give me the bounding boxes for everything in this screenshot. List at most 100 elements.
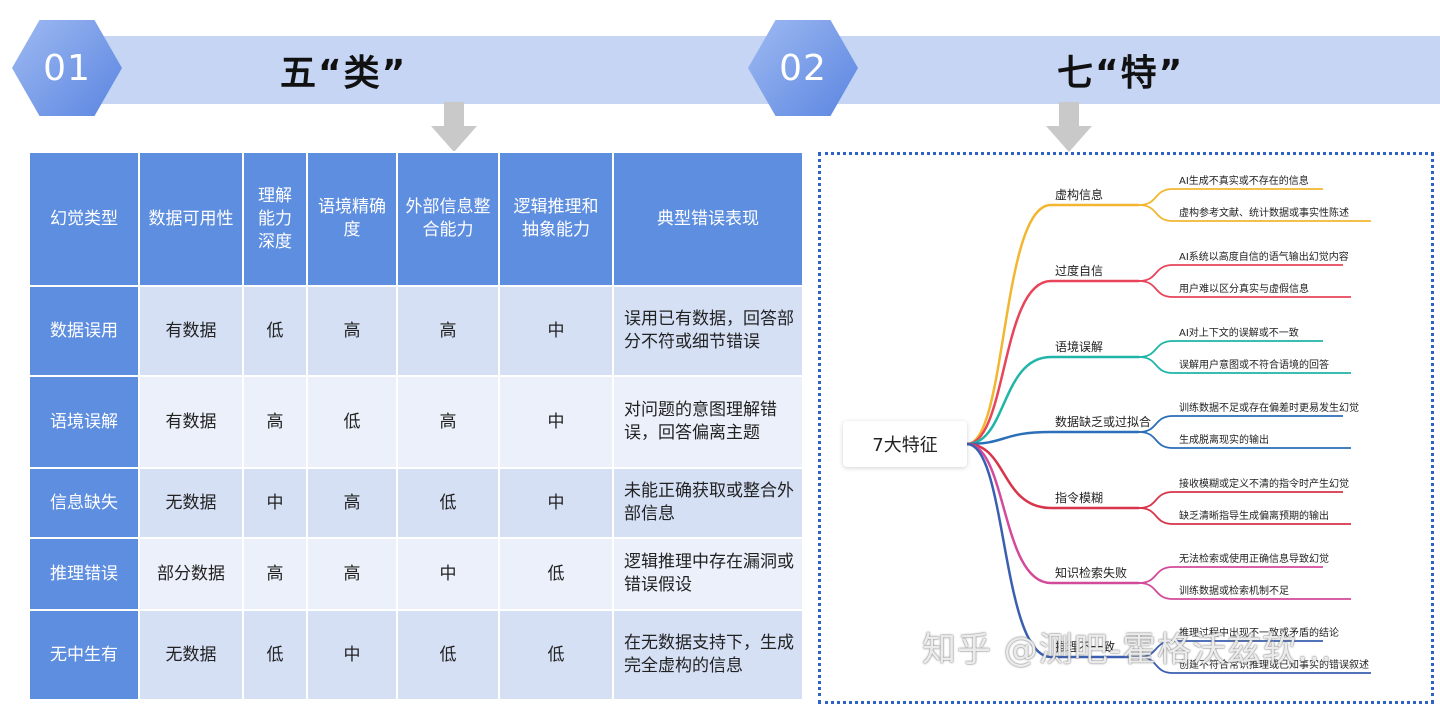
row-header: 推理错误 xyxy=(28,537,140,611)
mindmap-leaf-label: 用户难以区分真实与虚假信息 xyxy=(1179,282,1309,295)
mindmap-leaf-label: 生成脱离现实的输出 xyxy=(1179,433,1269,446)
column-header: 逻辑推理和抽象能力 xyxy=(498,151,614,287)
table-cell: 高 xyxy=(306,537,398,611)
table-cell: 中 xyxy=(396,537,500,611)
table-cell: 低 xyxy=(498,537,614,611)
table-cell: 逻辑推理中存在漏洞或错误假设 xyxy=(612,537,804,611)
watermark-text: 知乎 @测吧-霍格沃兹软... xyxy=(922,630,1333,670)
table-cell: 无数据 xyxy=(138,609,244,701)
section-title: 五“类” xyxy=(280,53,408,94)
mindmap-branch-line xyxy=(966,430,1139,446)
mindmap-leaf-label: 接收模糊或定义不清的指令时产生幻觉 xyxy=(1179,477,1349,490)
mindmap-leaf-label: AI系统以高度自信的语气输出幻觉内容 xyxy=(1179,250,1349,263)
mindmap-leaf-line xyxy=(1138,640,1323,658)
mindmap-leaf-line xyxy=(1138,280,1351,298)
section-header-band xyxy=(795,36,1440,104)
mindmap-leaf-line xyxy=(1138,264,1343,282)
down-arrow-icon xyxy=(431,102,477,152)
table-cell: 低 xyxy=(306,375,398,469)
table-cell: 部分数据 xyxy=(138,537,244,611)
table-cell: 对问题的意图理解错误，回答偏离主题 xyxy=(612,375,804,469)
mindmap-leaf-label: 训练数据或检索机制不足 xyxy=(1179,584,1289,597)
mindmap-leaf-line xyxy=(1138,507,1351,525)
down-arrow-icon xyxy=(1046,102,1092,152)
mindmap-branch-label: 数据缺乏或过拟合 xyxy=(1055,414,1151,429)
mindmap-branch-line xyxy=(966,442,1139,585)
mindmap-leaf-line xyxy=(1138,431,1351,449)
mindmap-branch-line xyxy=(966,442,1139,659)
mindmap-leaf-line xyxy=(1138,356,1351,374)
mindmap-root-node: 7大特征 xyxy=(843,421,967,467)
table-cell: 有数据 xyxy=(138,285,244,377)
mindmap-leaf-label: 误解用户意图或不符合语境的回答 xyxy=(1179,358,1329,371)
row-header: 信息缺失 xyxy=(28,467,140,539)
section-title: 七“特” xyxy=(1057,53,1185,94)
table-cell: 中 xyxy=(498,375,614,469)
mindmap-leaf-label: 创建不符合常识推理或已知事实的错误叙述 xyxy=(1179,658,1369,671)
table-header-row: 幻觉类型 数据可用性 理解能力深度 语境精确度 外部信息整合能力 逻辑推理和抽象… xyxy=(28,151,804,287)
mindmap-branch-label: 知识检索失败 xyxy=(1055,565,1127,580)
table-row: 语境误解 有数据 高 低 高 中 对问题的意图理解错误，回答偏离主题 xyxy=(28,375,804,469)
mindmap-frame: 虚构信息 AI生成不真实或不存在的信息虚构参考文献、统计数据或事实性陈述过度自信 A… xyxy=(818,152,1434,704)
mindmap-branch-label: 虚构信息 xyxy=(1055,187,1103,202)
table-cell: 高 xyxy=(396,375,500,469)
mindmap-leaf-label: AI对上下文的误解或不一致 xyxy=(1179,326,1299,339)
column-header: 理解能力深度 xyxy=(242,151,308,287)
column-header: 外部信息整合能力 xyxy=(396,151,500,287)
mindmap-leaf-line xyxy=(1138,582,1351,600)
table-row: 推理错误 部分数据 高 高 中 低 逻辑推理中存在漏洞或错误假设 xyxy=(28,537,804,611)
mindmap-leaf-label: 虚构参考文献、统计数据或事实性陈述 xyxy=(1179,206,1349,219)
table-cell: 高 xyxy=(396,285,500,377)
row-header: 语境误解 xyxy=(28,375,140,469)
mindmap-leaf-label: AI生成不真实或不存在的信息 xyxy=(1179,174,1309,187)
table-cell: 中 xyxy=(242,467,308,539)
mindmap-branch-line xyxy=(966,355,1139,446)
hallucination-types-table: 幻觉类型 数据可用性 理解能力深度 语境精确度 外部信息整合能力 逻辑推理和抽象… xyxy=(28,151,804,701)
table-cell: 高 xyxy=(306,467,398,539)
mindmap-branch-line xyxy=(966,279,1139,446)
table-cell: 低 xyxy=(242,285,308,377)
table-cell: 中 xyxy=(306,609,398,701)
column-header: 幻觉类型 xyxy=(28,151,140,287)
table-cell: 中 xyxy=(498,285,614,377)
mindmap-leaf-line xyxy=(1138,656,1371,674)
mindmap-leaf-line xyxy=(1138,415,1343,433)
mindmap-branch-line xyxy=(966,442,1139,510)
table-cell: 低 xyxy=(396,467,500,539)
table-cell: 在无数据支持下，生成完全虚构的信息 xyxy=(612,609,804,701)
section-header-band xyxy=(60,36,790,104)
mindmap-branch-label: 推理不一致 xyxy=(1055,640,1115,654)
table-cell: 高 xyxy=(306,285,398,377)
column-header: 典型错误表现 xyxy=(612,151,804,287)
table-cell: 低 xyxy=(396,609,500,701)
mindmap-leaf-line xyxy=(1138,204,1371,222)
mindmap-leaf-line xyxy=(1138,340,1323,358)
table-cell: 中 xyxy=(498,467,614,539)
mindmap-leaf-label: 推理过程中出现不一致或矛盾的结论 xyxy=(1179,626,1339,639)
mindmap-branch-line xyxy=(966,203,1139,446)
mindmap-branch-label: 过度自信 xyxy=(1055,263,1103,278)
mindmap-leaf-line xyxy=(1138,566,1323,584)
row-header: 无中生有 xyxy=(28,609,140,701)
table-row: 信息缺失 无数据 中 高 低 中 未能正确获取或整合外部信息 xyxy=(28,467,804,539)
table-cell: 低 xyxy=(242,609,308,701)
column-header: 数据可用性 xyxy=(138,151,244,287)
table-row: 数据误用 有数据 低 高 高 中 误用已有数据，回答部分不符或细节错误 xyxy=(28,285,804,377)
mindmap-leaf-label: 训练数据不足或存在偏差时更易发生幻觉 xyxy=(1179,401,1359,414)
mindmap-branch-label: 语境误解 xyxy=(1055,339,1103,354)
table-cell: 无数据 xyxy=(138,467,244,539)
table-cell: 高 xyxy=(242,537,308,611)
table-cell: 未能正确获取或整合外部信息 xyxy=(612,467,804,539)
mindmap-leaf-label: 缺乏清晰指导生成偏离预期的输出 xyxy=(1179,509,1329,522)
table-row: 无中生有 无数据 低 中 低 低 在无数据支持下，生成完全虚构的信息 xyxy=(28,609,804,701)
table-cell: 高 xyxy=(242,375,308,469)
mindmap-leaf-line xyxy=(1138,188,1323,206)
mindmap-leaf-line xyxy=(1138,491,1343,509)
mindmap-leaf-label: 无法检索或使用正确信息导致幻觉 xyxy=(1179,552,1329,565)
mindmap-branch-label: 指令模糊 xyxy=(1055,490,1103,505)
table-cell: 有数据 xyxy=(138,375,244,469)
column-header: 语境精确度 xyxy=(306,151,398,287)
table-cell: 误用已有数据，回答部分不符或细节错误 xyxy=(612,285,804,377)
row-header: 数据误用 xyxy=(28,285,140,377)
